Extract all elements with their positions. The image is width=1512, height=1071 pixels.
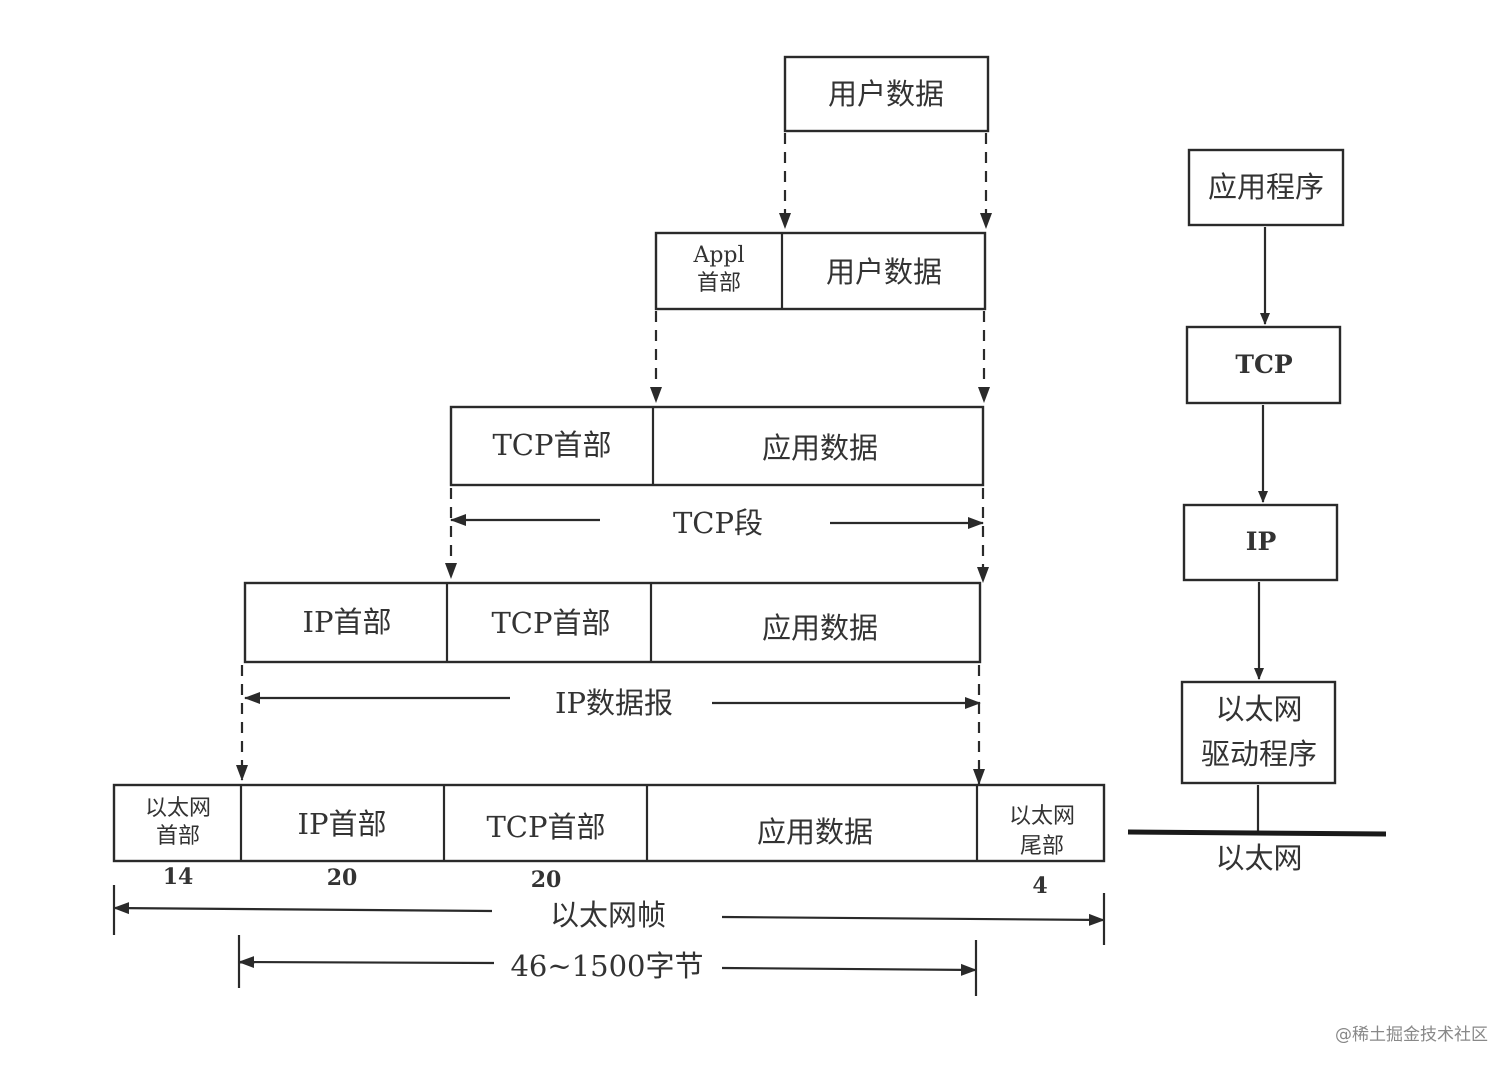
tcp-segment-box (449, 405, 985, 487)
appl-header-line1: Appl (692, 243, 744, 268)
user-data-label: 用户数据 (826, 255, 942, 289)
stack-ip-box (1182, 503, 1339, 582)
size-eth-trailer: 4 (1032, 873, 1047, 899)
stack-application-label: 应用程序 (1208, 170, 1324, 204)
stack-ip-label: IP (1246, 527, 1277, 556)
user-data-label: 用户数据 (828, 77, 944, 111)
stack-tcp-label: TCP (1235, 350, 1293, 379)
ip-datagram-label: IP数据报 (555, 686, 673, 720)
size-eth-header: 14 (163, 864, 194, 890)
span-arrow-right (721, 963, 977, 976)
eth-trailer-line2: 尾部 (1020, 834, 1064, 859)
tcp-header-label: TCP首部 (492, 428, 611, 462)
tcp-header-label: TCP首部 (491, 606, 610, 640)
app-data-label: 应用数据 (757, 815, 873, 849)
stack-driver-line2: 驱动程序 (1201, 737, 1317, 771)
payload-range-label: 46~1500字节 (510, 949, 703, 983)
span-arrow-left (113, 902, 493, 915)
size-ip-header: 20 (327, 865, 358, 891)
eth-header-line1: 以太网 (145, 796, 211, 821)
ethernet-frame-label: 以太网帧 (550, 898, 666, 932)
stack-tcp-box (1185, 325, 1342, 405)
stack-application-box (1187, 148, 1345, 227)
watermark-text: @稀土掘金技术社区 (1335, 1025, 1488, 1045)
app-data-label: 应用数据 (762, 611, 878, 645)
span-arrow-left (238, 956, 495, 969)
tcp-segment-label: TCP段 (673, 506, 763, 540)
ip-datagram-box (243, 581, 982, 664)
ip-header-label: IP首部 (303, 605, 392, 639)
stack-driver-box (1180, 680, 1337, 785)
user-data-box (783, 55, 990, 133)
ethernet-bus-line (1127, 829, 1387, 837)
app-data-label: 应用数据 (762, 431, 878, 465)
tcp-header-label: TCP首部 (486, 810, 605, 844)
stack-driver-line1: 以太网 (1215, 692, 1302, 726)
eth-header-line2: 首部 (156, 824, 200, 849)
appl-header-line2: 首部 (697, 271, 741, 296)
size-tcp-header: 20 (531, 867, 562, 893)
ip-header-label: IP首部 (298, 807, 387, 841)
span-arrow-right (721, 913, 1105, 926)
ethernet-frame-box (112, 783, 1106, 863)
app-layer-box (654, 231, 987, 311)
stack-ethernet-label: 以太网 (1215, 841, 1302, 875)
eth-trailer-line1: 以太网 (1009, 804, 1075, 829)
